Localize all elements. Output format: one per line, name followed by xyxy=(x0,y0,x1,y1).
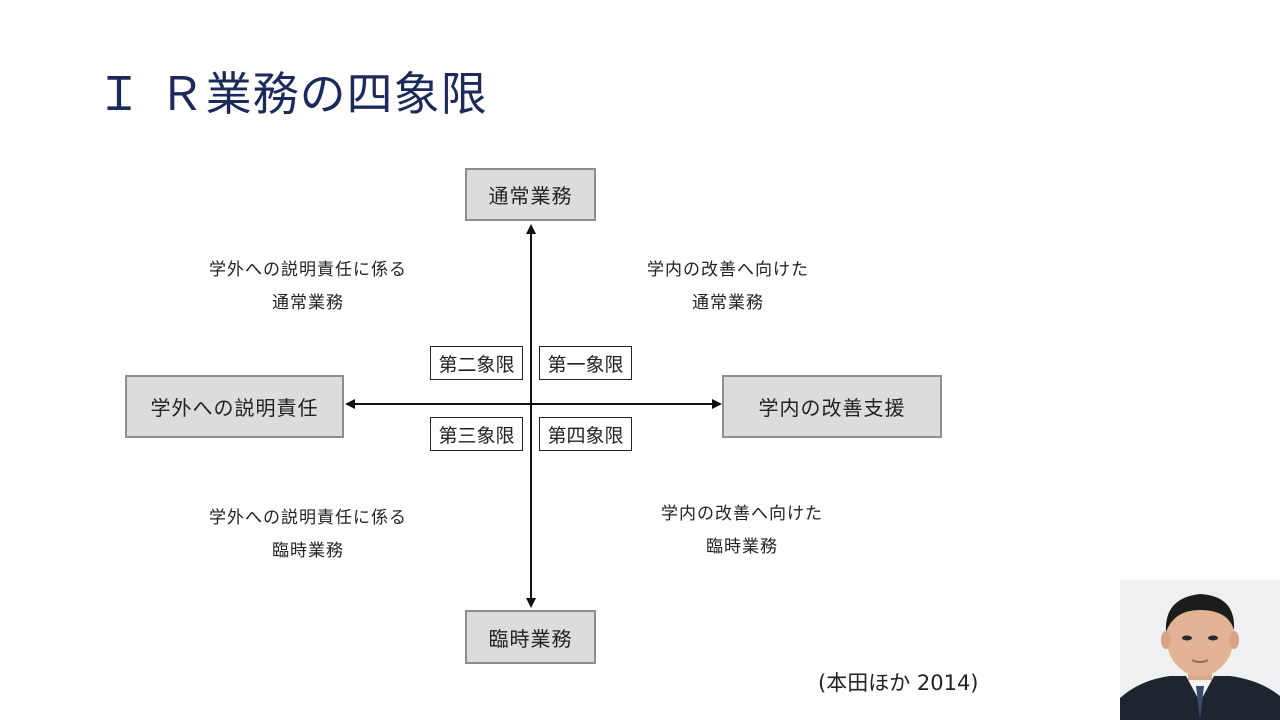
presenter-icon xyxy=(1120,580,1280,720)
axis-top-box: 通常業務 xyxy=(465,168,596,221)
quadrant-2-label: 第二象限 xyxy=(430,346,523,380)
description-line: 学外への説明責任に係る xyxy=(209,508,407,528)
description-top-left: 学外への説明責任に係る 通常業務 xyxy=(188,254,428,320)
axis-left-box: 学外への説明責任 xyxy=(125,375,344,438)
quadrant-1-label: 第一象限 xyxy=(539,346,632,380)
quadrant-3-label: 第三象限 xyxy=(430,417,523,451)
description-line: 臨時業務 xyxy=(272,541,344,561)
axis-right-box: 学内の改善支援 xyxy=(722,375,942,438)
description-line: 学内の改善へ向けた xyxy=(661,504,823,524)
description-bottom-right: 学内の改善へ向けた 臨時業務 xyxy=(632,498,852,564)
quadrant-4-label: 第四象限 xyxy=(539,417,632,451)
citation: (本田ほか 2014) xyxy=(818,671,979,695)
description-line: 学内の改善へ向けた xyxy=(647,260,809,280)
axis-bottom-box: 臨時業務 xyxy=(465,610,596,664)
presenter-video xyxy=(1120,580,1280,720)
description-line: 学外への説明責任に係る xyxy=(209,260,407,280)
description-top-right: 学内の改善へ向けた 通常業務 xyxy=(618,254,838,320)
slide-title: Ｉ Ｒ業務の四象限 xyxy=(96,67,488,121)
description-line: 通常業務 xyxy=(272,293,344,313)
description-line: 臨時業務 xyxy=(706,537,778,557)
description-line: 通常業務 xyxy=(692,293,764,313)
description-bottom-left: 学外への説明責任に係る 臨時業務 xyxy=(188,502,428,568)
